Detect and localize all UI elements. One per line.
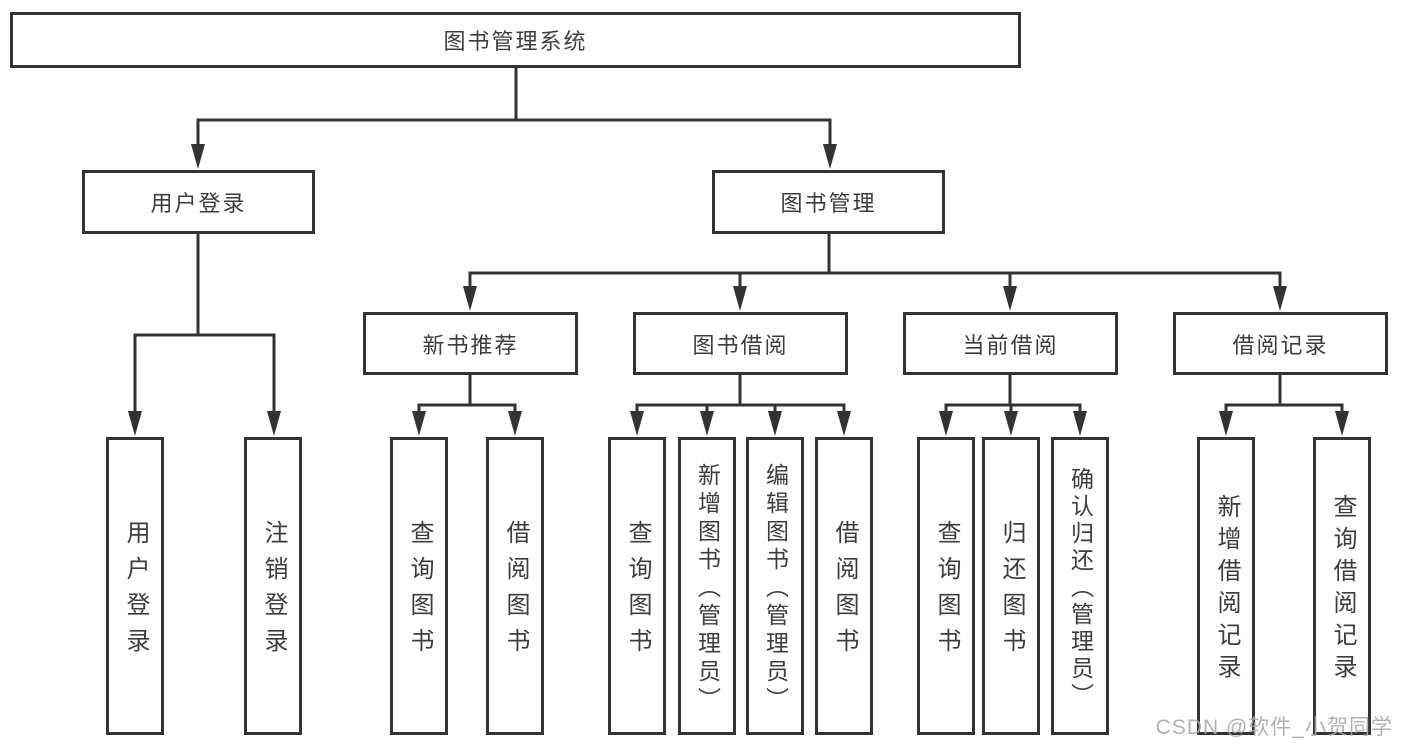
node-new-book-recommend: 新书推荐 [363, 312, 578, 375]
connector-new-book-children [417, 373, 517, 416]
connector-borrow-records-children [1224, 373, 1344, 416]
node-label: 新增借阅记录 [1213, 494, 1240, 686]
node-label: 用户登录 [122, 520, 149, 664]
leaf-query-books-recommend: 查询图书 [390, 437, 448, 735]
arrow-down-icon [1003, 286, 1017, 311]
arrow-down-icon [768, 411, 782, 436]
arrow-down-icon [733, 286, 747, 311]
node-label: 借阅图书 [502, 520, 529, 664]
connector-book-borrow-children [635, 373, 846, 416]
connector-book-mgmt-children [468, 232, 1282, 290]
csdn-watermark: CSDN @软件_小贺同学 [1155, 716, 1393, 739]
node-label: 查询图书 [933, 520, 960, 664]
arrow-down-icon [1073, 411, 1087, 436]
leaf-edit-books-admin: 编辑图书（管理员） [746, 437, 804, 735]
leaf-query-books-current: 查询图书 [917, 437, 975, 735]
arrow-down-icon [1219, 411, 1233, 436]
node-label: 新书推荐 [422, 332, 519, 358]
leaf-borrow-books-recommend: 借阅图书 [486, 437, 544, 735]
node-label: 查询借阅记录 [1329, 494, 1356, 686]
leaf-query-borrow-record: 查询借阅记录 [1313, 437, 1371, 735]
leaf-add-borrow-record: 新增借阅记录 [1197, 437, 1255, 735]
arrow-down-icon [1273, 286, 1287, 311]
leaf-query-books-borrow: 查询图书 [608, 437, 666, 735]
connector-user-login-children [133, 232, 276, 416]
node-label: 图书管理 [780, 191, 877, 216]
arrow-down-icon [823, 144, 837, 169]
node-label: 借阅图书 [831, 520, 858, 664]
arrow-down-icon [267, 411, 281, 436]
node-label: 图书借阅 [692, 332, 789, 358]
arrow-down-icon [630, 411, 644, 436]
arrow-down-icon [128, 411, 142, 436]
arrow-down-icon [508, 411, 522, 436]
leaf-borrow-books: 借阅图书 [815, 437, 873, 735]
node-label: 注销登录 [260, 520, 287, 664]
leaf-user-login: 用户登录 [106, 437, 164, 735]
node-label: 归还图书 [998, 520, 1025, 664]
node-label: 用户登录 [150, 191, 247, 216]
node-book-management: 图书管理 [712, 170, 945, 234]
arrow-down-icon [837, 411, 851, 436]
node-label: 借阅记录 [1232, 332, 1329, 358]
arrow-down-icon [700, 411, 714, 436]
node-user-login: 用户登录 [82, 170, 315, 234]
leaf-return-books: 归还图书 [982, 437, 1040, 735]
node-label: 查询图书 [406, 520, 433, 664]
leaf-confirm-return-admin: 确认归还（管理员） [1051, 437, 1109, 735]
connector-root-to-level2 [196, 66, 832, 150]
arrow-down-icon [1335, 411, 1349, 436]
arrow-down-icon [463, 286, 477, 311]
leaf-add-books-admin: 新增图书（管理员） [678, 437, 736, 735]
arrow-down-icon [939, 411, 953, 436]
arrow-down-icon [412, 411, 426, 436]
node-label: 查询图书 [624, 520, 651, 664]
node-label: 确认归还（管理员） [1067, 466, 1094, 710]
node-borrow-records: 借阅记录 [1173, 312, 1388, 375]
node-book-borrow: 图书借阅 [633, 312, 848, 375]
arrow-down-icon [1004, 411, 1018, 436]
leaf-logout: 注销登录 [244, 437, 302, 735]
node-label: 当前借阅 [962, 332, 1059, 358]
node-current-borrow: 当前借阅 [903, 312, 1118, 375]
node-label: 编辑图书（管理员） [762, 462, 789, 715]
node-label: 图书管理系统 [443, 29, 588, 54]
connector-current-borrow-children [944, 373, 1082, 416]
arrow-down-icon [191, 144, 205, 169]
node-label: 新增图书（管理员） [694, 462, 721, 715]
node-library-system: 图书管理系统 [10, 12, 1021, 68]
